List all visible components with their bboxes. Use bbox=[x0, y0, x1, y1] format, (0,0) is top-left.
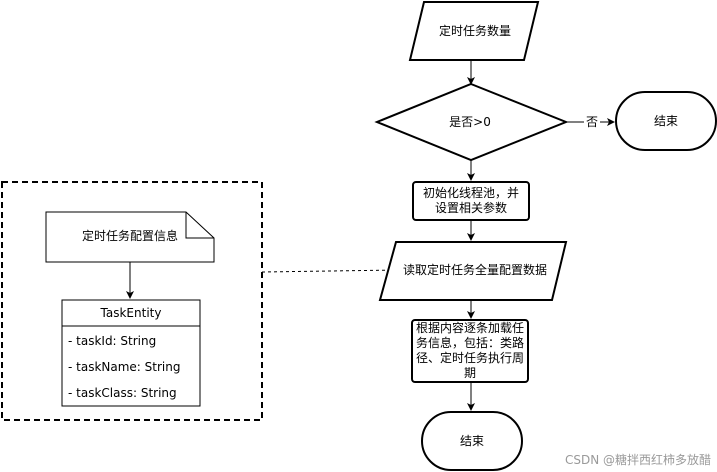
end-top-shape bbox=[615, 91, 717, 151]
decision-label: 是否>0 bbox=[449, 114, 491, 129]
load-tasks-shape bbox=[411, 319, 529, 383]
csdn-watermark: CSDN @糖拌西红柿多放醋 bbox=[564, 453, 711, 467]
end-bottom-label: 结束 bbox=[459, 433, 484, 448]
end-top-label: 结束 bbox=[653, 113, 678, 128]
read-config-shape bbox=[378, 241, 568, 301]
doc-fold-icon bbox=[185, 212, 214, 239]
field-task-name: - taskName: String bbox=[68, 359, 181, 374]
field-task-class: - taskClass: String bbox=[68, 385, 177, 400]
field-task-id: - taskId: String bbox=[68, 333, 157, 348]
read-config-label: 读取定时任务全量配置数据 bbox=[402, 262, 547, 277]
config-doc-shape bbox=[45, 211, 215, 263]
task-entity-box bbox=[61, 299, 201, 407]
task-count-shape bbox=[408, 0, 540, 61]
task-count-label: 定时任务数量 bbox=[438, 23, 511, 38]
dashed-connector bbox=[261, 269, 399, 273]
no-label-bg bbox=[584, 114, 600, 130]
config-dashed-container bbox=[1, 181, 263, 421]
load-tasks-label: 根据内容逐条加载任务信息，包括：类路径、定时任务执行周期 bbox=[415, 321, 524, 380]
task-entity-title: TaskEntity bbox=[100, 305, 162, 320]
init-pool-label: 初始化线程池，并设置相关参数 bbox=[422, 186, 519, 215]
end-bottom-shape bbox=[421, 411, 523, 471]
no-label: 否 bbox=[585, 114, 598, 129]
config-doc-label: 定时任务配置信息 bbox=[81, 228, 178, 243]
